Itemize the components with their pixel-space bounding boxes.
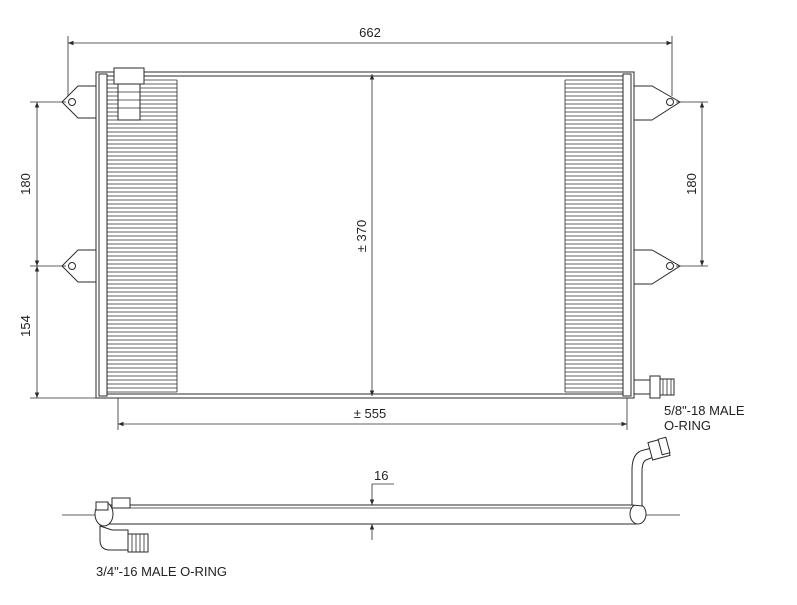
overall-width-label: 662 <box>359 25 381 40</box>
dimension-left-spacing: 180 154 <box>18 101 96 399</box>
dimension-overall-width: 662 <box>67 25 673 96</box>
left-upper-spacing-label: 180 <box>18 173 33 195</box>
right-spacing-label: 180 <box>684 173 699 195</box>
outlet-callout-line2: O-RING <box>664 418 711 433</box>
right-fin-block <box>564 79 624 393</box>
left-upper-bracket <box>61 85 97 119</box>
dimension-core-height: ± 370 <box>354 74 375 396</box>
left-header-tank <box>98 73 108 397</box>
condenser-core-frame <box>95 71 635 399</box>
dimension-right-spacing: 180 <box>676 101 708 267</box>
right-upper-bracket <box>633 85 681 121</box>
inlet-fitting-front <box>113 67 145 121</box>
left-lower-bracket <box>61 249 97 283</box>
dimension-core-width: ± 555 <box>117 398 628 430</box>
side-view: 16 3/4"-16 MALE O-RING <box>62 436 680 579</box>
core-width-label: ± 555 <box>354 406 386 421</box>
thickness-label: 16 <box>374 468 388 483</box>
right-header-tank <box>622 73 632 397</box>
outlet-callout-line1: 5/8"-18 MALE <box>664 403 745 418</box>
dimension-thickness: 16 <box>369 468 394 540</box>
inlet-fitting-side <box>94 497 149 553</box>
outlet-pipe-side <box>629 436 671 525</box>
outlet-fitting-front <box>633 375 675 399</box>
core-height-label: ± 370 <box>354 220 369 252</box>
left-lower-spacing-label: 154 <box>18 315 33 337</box>
front-view: 662 ± 370 ± 555 180 154 <box>18 25 745 433</box>
right-lower-bracket <box>633 249 681 285</box>
inlet-callout: 3/4"-16 MALE O-RING <box>96 564 227 579</box>
left-fin-block <box>106 79 178 393</box>
